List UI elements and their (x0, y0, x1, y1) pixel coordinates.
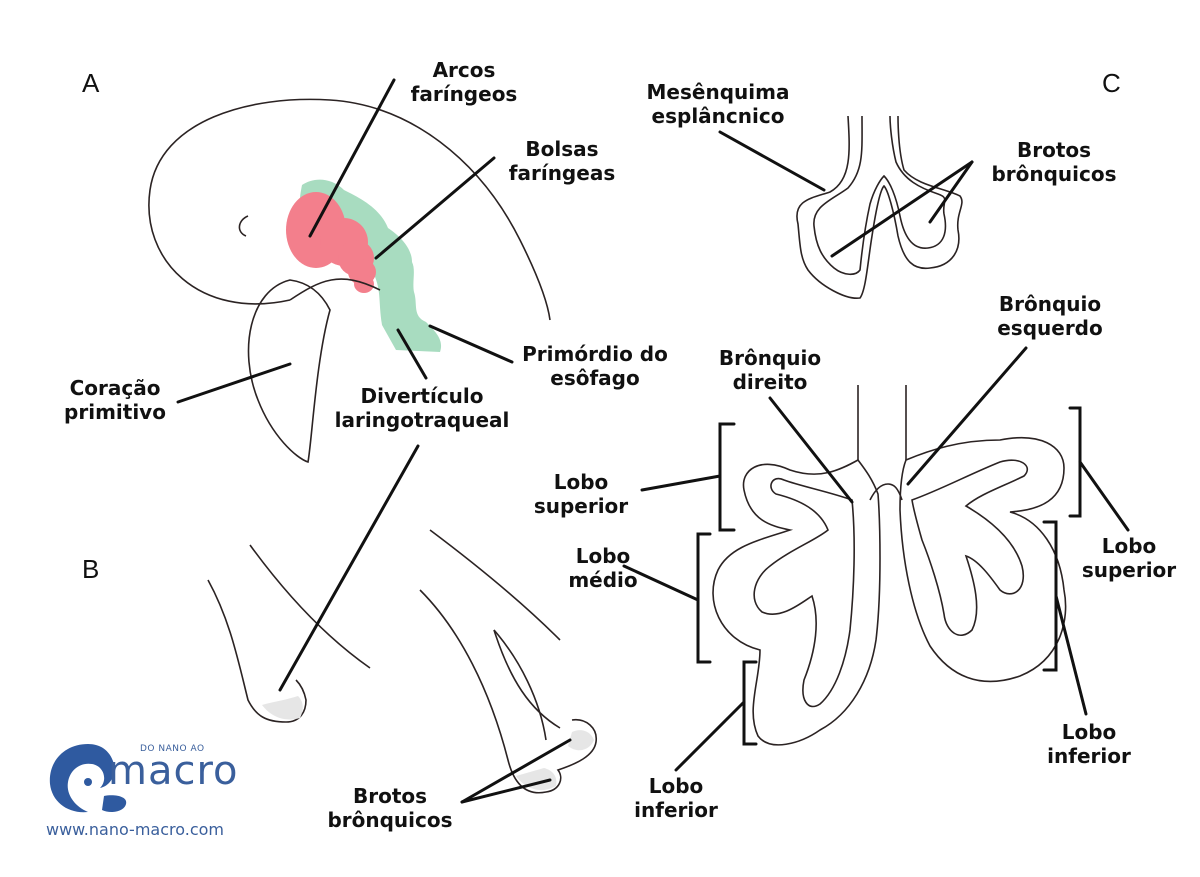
label-line: Divertículo (332, 384, 512, 408)
embryo-eye (239, 216, 248, 236)
right-lung-outline (713, 460, 880, 745)
label-lobo-inferior-left: Lobo inferior (626, 774, 726, 822)
label-bolsas-faringeas: Bolsas faríngeas (494, 137, 630, 185)
leader-brotos-b1 (462, 780, 550, 802)
label-coracao-primitivo: Coração primitivo (50, 376, 180, 424)
leader-diverticulo-down (280, 446, 418, 690)
label-line: laringotraqueal (332, 408, 512, 432)
leader-bolsas (376, 158, 494, 258)
logo-url: www.nano-macro.com (46, 820, 224, 839)
label-line: brônquicos (322, 808, 458, 832)
right-bronchial-tree (754, 479, 854, 707)
label-line: esôfago (514, 366, 676, 390)
label-line: direito (712, 370, 828, 394)
label-line: Mesênquima (640, 80, 796, 104)
primitive-heart-shape (248, 280, 330, 462)
label-line: Arcos (404, 58, 524, 82)
leader-lobo-inf-l (676, 702, 744, 770)
leader-lobo-inf-r (1056, 596, 1086, 714)
label-line: Lobo (526, 470, 636, 494)
label-lobo-superior-left: Lobo superior (526, 470, 636, 518)
label-line: esquerdo (990, 316, 1110, 340)
label-arcos-faringeos: Arcos faríngeos (404, 58, 524, 106)
label-mesenquima-esplancnico: Mesênquima esplâncnico (640, 80, 796, 128)
label-line: brônquicos (986, 162, 1122, 186)
leader-primordio (430, 326, 512, 362)
label-line: superior (1074, 558, 1184, 582)
label-line: Brônquio (712, 346, 828, 370)
panel-label-b: B (82, 554, 99, 585)
label-line: Lobo (1036, 720, 1142, 744)
label-line: inferior (626, 798, 726, 822)
label-line: Brotos (986, 138, 1122, 162)
label-line: faríngeas (494, 161, 630, 185)
label-line: Lobo (560, 544, 646, 568)
leader-brotos-c2 (930, 162, 972, 222)
bud-right-shade2 (568, 730, 594, 750)
panel-label-a: A (82, 68, 99, 99)
panel-c-lungs-drawing (713, 385, 1066, 745)
label-lobo-inferior-right: Lobo inferior (1036, 720, 1142, 768)
label-bronquio-esquerdo: Brônquio esquerdo (990, 292, 1110, 340)
leader-brotos-b2 (462, 740, 570, 802)
leader-lobo-sup-l (642, 476, 720, 490)
bracket-right-middle (698, 534, 710, 662)
leader-mesenquima (720, 132, 824, 190)
label-line: Primórdio do (514, 342, 676, 366)
leader-coracao (178, 364, 290, 402)
logo-big-text: macro (104, 748, 239, 794)
leader-lobo-sup-r (1080, 462, 1128, 530)
label-lobo-medio: Lobo médio (560, 544, 646, 592)
bracket-right-upper (720, 424, 734, 530)
panel-label-c: C (1102, 68, 1121, 99)
label-line: Lobo (1074, 534, 1184, 558)
label-line: faríngeos (404, 82, 524, 106)
left-bronchial-tree (912, 460, 1027, 635)
label-line: Brônquio (990, 292, 1110, 316)
label-line: Brotos (322, 784, 458, 808)
bud-left-shade (262, 696, 303, 719)
label-brotos-bronquicos-b: Brotos brônquicos (322, 784, 458, 832)
label-line: Coração (50, 376, 180, 400)
branch-right-inner2 (494, 630, 546, 740)
label-primordio-esofago: Primórdio do esôfago (514, 342, 676, 390)
label-line: Lobo (626, 774, 726, 798)
label-line: Bolsas (494, 137, 630, 161)
label-bronquio-direito: Brônquio direito (712, 346, 828, 394)
label-line: superior (526, 494, 636, 518)
label-line: médio (560, 568, 646, 592)
branch-right-top (430, 530, 560, 640)
panel-b-drawing (208, 530, 596, 793)
label-line: esplâncnico (640, 104, 796, 128)
label-lobo-superior-right: Lobo superior (1074, 534, 1184, 582)
label-line: inferior (1036, 744, 1142, 768)
leader-bronquio-dir (770, 398, 852, 502)
label-brotos-bronquicos-c: Brotos brônquicos (986, 138, 1122, 186)
panel-c-top-drawing (797, 116, 962, 298)
leader-brotos-c1 (832, 162, 972, 256)
left-lung-outline (900, 438, 1066, 682)
branch-right-outline (420, 590, 596, 793)
label-diverticulo-laringotraqueal: Divertículo laringotraqueal (332, 384, 512, 432)
leader-bronquio-esq (908, 348, 1026, 484)
label-line: primitivo (50, 400, 180, 424)
brand-logo: DO NANO AO macro www.nano-macro.com (44, 740, 264, 850)
